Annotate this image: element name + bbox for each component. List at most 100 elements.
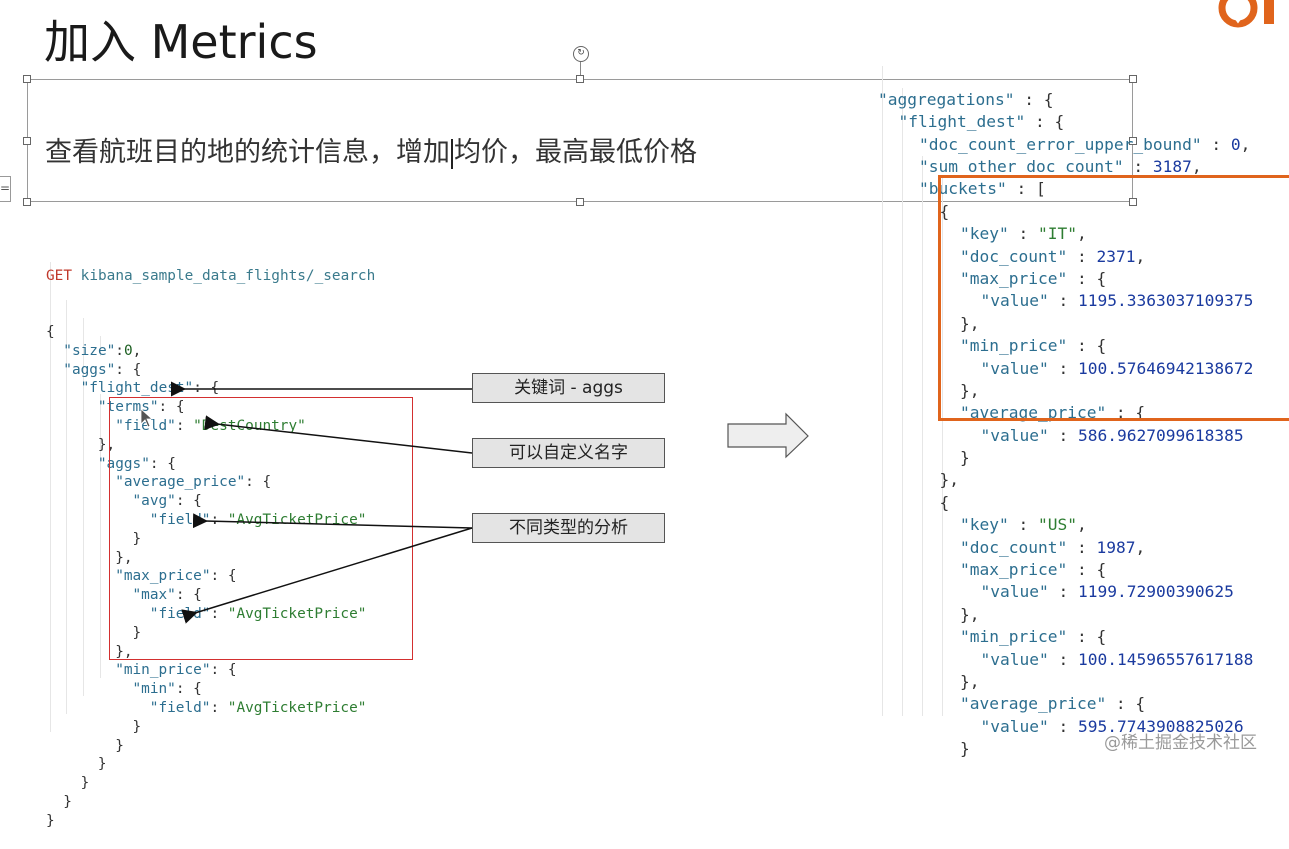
request-token: : [210,605,228,622]
response-token: : [1067,537,1097,557]
resize-handle-s[interactable] [576,198,584,206]
response-token: "key" [960,515,1009,535]
request-token: }, [115,643,133,660]
mouse-pointer-icon [140,408,154,428]
response-token: 2371 [1096,246,1136,266]
bucket-highlight-box [938,175,1289,421]
response-token: 1195.3363037109375 [1077,291,1254,311]
response-token: "flight_dest" [898,112,1026,132]
response-line: "doc_count_error_upper_bound" : 0, [878,134,1253,156]
response-line: { [878,492,1253,514]
request-token: "DestCountry" [193,417,306,434]
arrow-to-max [192,513,473,529]
request-line: "avg": { [46,492,375,511]
request-token: "max_price" [115,568,211,585]
response-token: 1199.72900390625 [1077,582,1234,602]
response-token: : [1123,156,1153,176]
request-token: "max" [132,587,176,604]
response-token: : { [1067,560,1107,580]
response-token: "doc_count" [960,246,1068,266]
http-method: GET [46,267,72,284]
request-token: "aggs" [63,361,116,378]
response-line: "average_price" : { [878,693,1253,715]
request-token: : [210,699,228,716]
arrow-to-avg [204,415,473,454]
request-token: "aggs" [97,455,150,472]
resize-handle-nw[interactable] [23,75,31,83]
request-token: } [115,737,124,754]
response-token: "average_price" [960,403,1107,423]
response-token: : [1048,425,1078,445]
request-line: } [46,624,375,643]
slide-title: 加入 Metrics [44,15,318,69]
response-line: }, [878,380,1253,402]
request-line: } [46,718,375,737]
request-token: "flight_dest" [80,380,194,397]
response-token: "value" [980,291,1049,311]
response-token: { [939,201,950,221]
resize-handle-w[interactable] [23,137,31,145]
request-token: }, [97,436,116,453]
response-line: "value" : 586.9627099618385 [878,425,1253,447]
request-token: "AvgTicketPrice" [227,699,367,716]
response-token: : [1048,358,1078,378]
response-token: }, [960,313,980,333]
response-line: "max_price" : { [878,559,1253,581]
request-line: { [46,323,375,342]
response-token: 0 [1230,134,1241,154]
request-line: }, [46,549,375,568]
request-line: "average_price": { [46,473,375,492]
response-token: , [1191,156,1202,176]
request-token: : { [158,399,185,416]
response-token: "average_price" [960,694,1107,714]
request-token: : { [175,587,202,604]
response-line: "key" : "US", [878,514,1253,536]
request-line: } [46,755,375,774]
request-token: "min" [132,681,176,698]
request-line: }, [46,643,375,662]
arrow-to-min [181,527,473,624]
response-line: } [878,447,1253,469]
response-token: : { [1014,89,1054,109]
response-token: "min_price" [960,336,1068,356]
side-panel-toggle-icon[interactable]: = [0,176,11,202]
response-token: 595.7743908825026 [1077,716,1244,736]
resize-handle-se[interactable] [1129,198,1137,206]
resize-handle-e[interactable] [1129,137,1137,145]
response-line: "value" : 100.57646942138672 [878,358,1254,380]
request-line: "min": { [46,680,375,699]
request-token: : { [115,361,142,378]
rotate-handle-icon[interactable]: ↻ [573,46,589,62]
response-token: { [939,492,950,512]
request-token: : { [245,474,272,491]
response-token: : [1048,649,1078,669]
response-token: : { [1106,694,1146,714]
response-token: , [1135,537,1146,557]
resize-handle-n[interactable] [576,75,584,83]
text-cursor [451,138,453,169]
response-token: : { [1067,336,1107,356]
response-token: : { [1067,627,1107,647]
response-token: }, [960,380,980,400]
response-line: "value" : 595.7743908825026 [878,716,1253,738]
request-editor[interactable]: GET kibana_sample_data_flights/_search {… [46,229,375,849]
request-token: } [97,756,107,773]
request-token: : { [175,493,202,510]
response-token: 100.57646942138672 [1077,358,1254,378]
request-line: }, [46,436,375,455]
request-line: "max_price": { [46,567,375,586]
response-token: "doc_count" [960,537,1068,557]
response-token: 1987 [1096,537,1136,557]
request-token: } [132,718,142,735]
request-token: : { [210,662,237,679]
response-token: "US" [1037,515,1077,535]
response-token: : [1067,246,1097,266]
slide-subtitle[interactable]: 查看航班目的地的统计信息，增加均价，最高最低价格 [45,137,697,169]
request-token: "field" [149,699,211,716]
resize-handle-sw[interactable] [23,198,31,206]
response-token: : { [1025,112,1065,132]
resize-handle-ne[interactable] [1129,75,1137,83]
response-token: , [1076,515,1087,535]
request-token: } [80,775,90,792]
response-line: }, [878,671,1253,693]
